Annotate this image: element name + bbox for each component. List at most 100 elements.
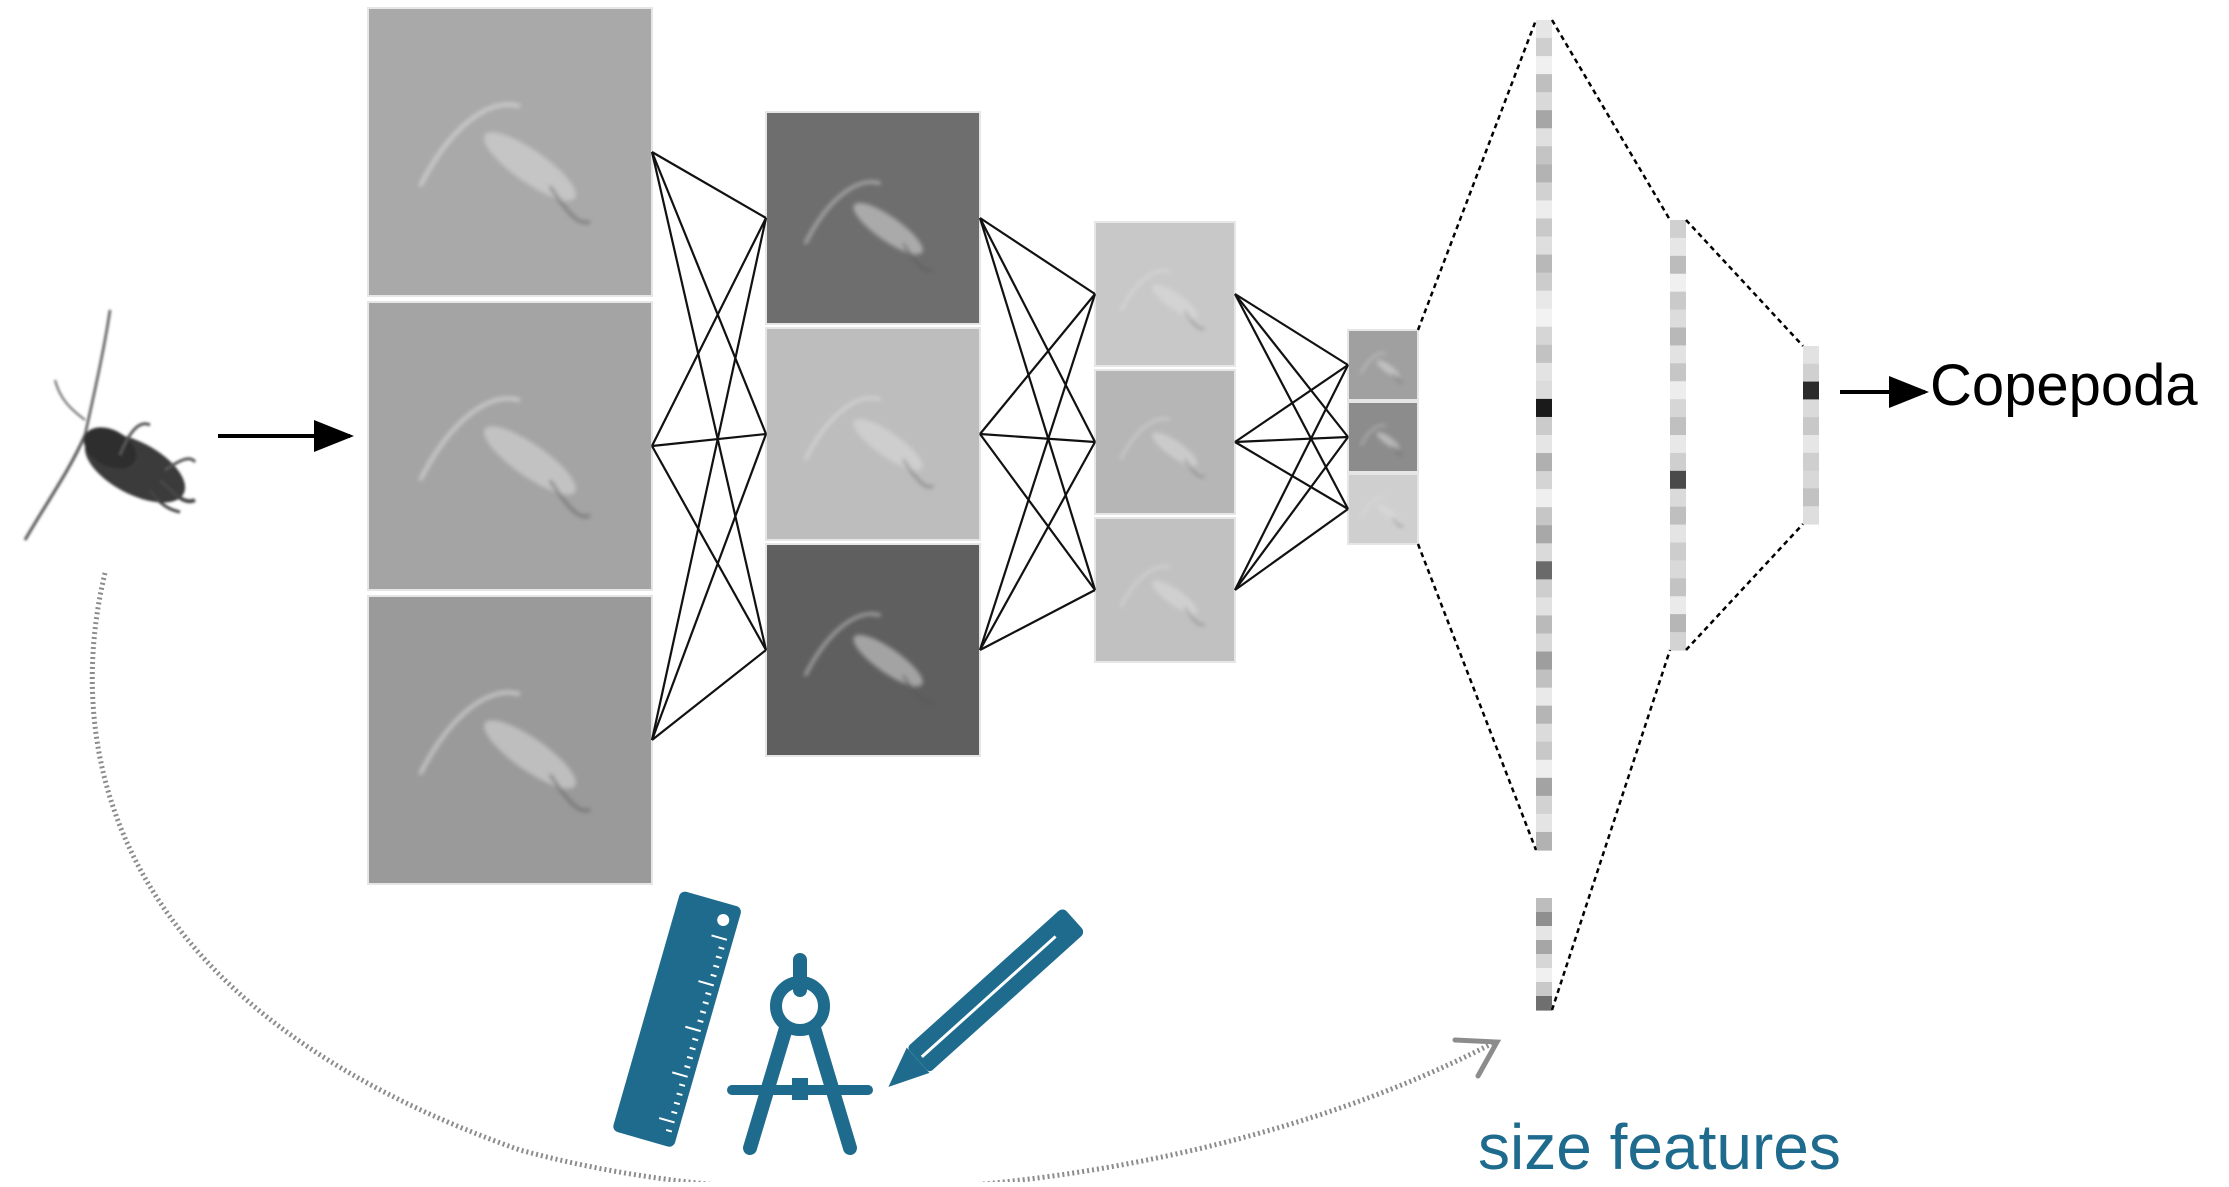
vector-cell [1670,220,1686,239]
vector-cell [1670,596,1686,615]
vector-cell [1536,435,1552,454]
connection-line [1234,293,1349,366]
vector-cell [1670,381,1686,400]
feature-map [367,595,653,885]
dotted-connector [1416,543,1538,851]
vector-cell [1670,435,1686,454]
connection-line [650,151,768,651]
vector-cell [1536,777,1552,797]
connection-line [1234,364,1349,443]
vector-cell [1670,363,1686,382]
connection-line [979,217,1096,443]
flatten-vector [1536,20,1552,851]
vector-cell [1536,453,1552,472]
connection-line [1234,436,1349,591]
vector-cell [1536,344,1552,364]
compass-icon [727,953,873,1155]
vector-cell [1803,381,1819,400]
feature-map [1347,401,1419,473]
dotted-connector [1550,649,1672,1011]
feature-map [765,543,981,757]
vector-cell [1536,236,1552,256]
vector-cell [1670,506,1686,526]
connection-line [978,217,1097,591]
vector-cell [1536,380,1552,400]
vector-cell [1536,741,1552,761]
connection-line [979,433,1096,591]
vector-cell [1536,926,1552,941]
vector-cell [1536,507,1552,526]
vector-cell [1670,524,1686,544]
vector-cell [1670,470,1686,490]
connection-line [650,151,768,435]
connection-line [979,293,1096,435]
connection-line [979,589,1096,651]
vector-cell [1536,996,1552,1011]
vector-cell [1670,488,1686,508]
connection-line [651,217,767,447]
vector-cell [1536,398,1552,418]
vector-cell [1536,561,1552,580]
feature-map [1094,369,1236,515]
vector-cell [1536,669,1552,689]
dotted-connector [1685,219,1804,347]
connection-line [650,217,768,741]
vector-cell [1536,164,1552,183]
vector-cell [1670,578,1686,597]
connection-line [1234,293,1349,510]
connection-line [1234,364,1349,591]
vector-cell [1803,506,1819,525]
vector-cell [1536,543,1552,562]
vector-cell [1536,898,1552,913]
connection-line [1234,508,1349,591]
vector-cell [1670,255,1686,275]
vector-cell [1803,399,1819,418]
feature-map [1094,517,1236,663]
vector-cell [1670,327,1686,347]
vector-cell [1536,128,1552,147]
vector-cell [1536,813,1552,833]
vector-cell [1536,705,1552,725]
vector-cell [1803,417,1819,436]
vector-cell [1536,92,1552,111]
vector-cell [1536,723,1552,743]
vector-cell [1536,56,1552,75]
vector-cell [1536,795,1552,815]
vector-cell [1670,345,1686,364]
vector-cell [1803,488,1819,507]
vector-cell [1670,632,1686,651]
connection-line [1234,435,1349,444]
output-class-label: Copepoda [1930,353,2198,418]
vector-cell [1536,968,1552,983]
dotted-connector [1550,19,1672,221]
connection-line [651,649,767,741]
connection-line [979,441,1096,651]
vector-cell [1536,416,1552,436]
vector-cell [1536,308,1552,328]
vector-cell [1803,435,1819,454]
vector-cell [1536,362,1552,382]
vector-cell [1536,525,1552,544]
feature-map [1094,221,1236,367]
vector-cell [1803,346,1819,365]
feature-map [1347,473,1419,545]
pencil-icon [888,909,1084,1087]
size-features-arrow [89,572,1497,1187]
vector-cell [1536,579,1552,598]
feature-map [367,301,653,591]
copepod-specimen-image [23,309,197,541]
vector-cell [1803,363,1819,383]
vector-cell [1536,471,1552,490]
vector-cell [1536,633,1552,653]
vector-cell [1536,489,1552,508]
connection-line [979,217,1096,295]
vector-cell [1670,542,1686,562]
vector-cell [1536,940,1552,955]
vector-cell [1536,146,1552,165]
vector-cell [1536,326,1552,346]
vector-cell [1536,687,1552,707]
ruler-icon [613,891,741,1147]
vector-cell [1803,470,1819,489]
